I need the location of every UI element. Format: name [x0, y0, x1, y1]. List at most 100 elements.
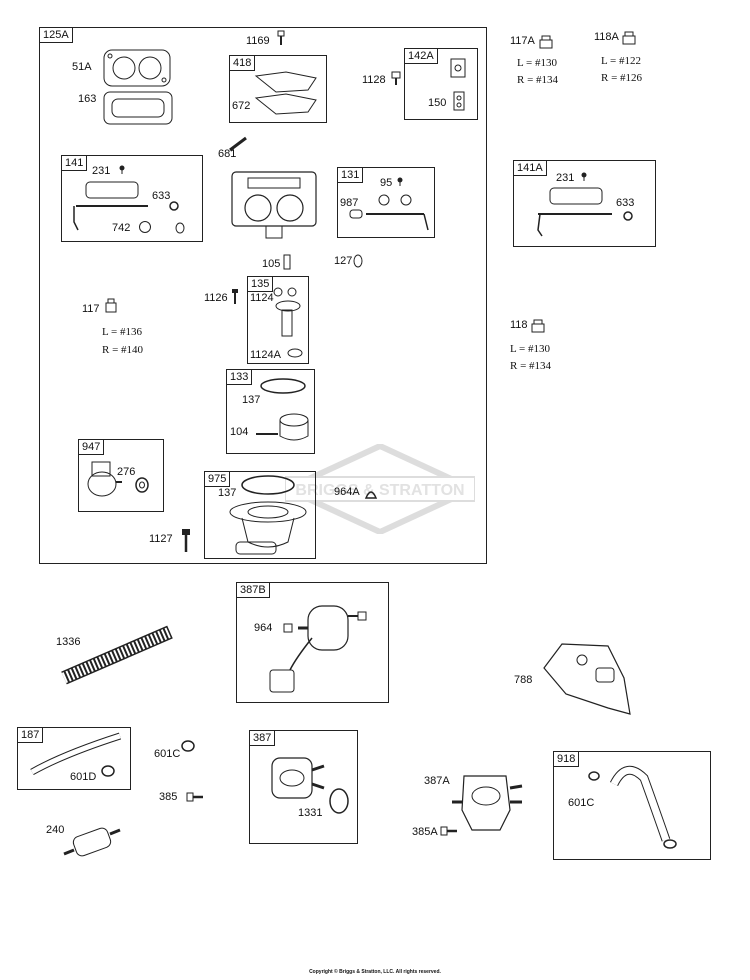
part-label-1127: 1127	[149, 533, 173, 545]
part-label-118: 118	[510, 319, 528, 331]
part-label-633: 633	[152, 190, 171, 202]
group-box-975: 975	[204, 471, 316, 559]
cap-964a-icon	[364, 491, 378, 499]
jet-117a-icon	[539, 35, 553, 49]
screw-385-icon	[186, 792, 203, 802]
float-135-icon	[273, 287, 301, 337]
oring-137-icon	[260, 378, 306, 394]
part-label-231b: 231	[556, 172, 575, 184]
clamp-601d-icon	[101, 765, 115, 777]
part-label-633b: 633	[616, 197, 635, 209]
part-label-117: 117	[82, 303, 100, 315]
part-label-163: 163	[78, 93, 97, 105]
fuel-pump-387-icon	[271, 757, 325, 799]
group-label-141a: 141A	[514, 161, 547, 176]
fuel-pump-387a-icon	[452, 775, 523, 831]
clamp-601c-icon	[181, 740, 195, 752]
group-box-141a: 141A	[513, 160, 656, 247]
group-box-125a: 125A	[39, 27, 487, 564]
part-label-385a: 385A	[412, 826, 438, 838]
screw-1126-icon	[232, 289, 238, 304]
group-label-125a: 125A	[40, 28, 73, 43]
screw-1127-icon	[182, 529, 190, 552]
part-label-385: 385	[159, 791, 178, 803]
jet-118a-icon	[622, 31, 636, 45]
part-label-1126: 1126	[204, 292, 228, 304]
oring-1124a-icon	[287, 348, 303, 358]
gasket-163-icon	[103, 91, 173, 125]
group-label-187: 187	[18, 728, 44, 743]
screw-231-icon	[119, 165, 125, 174]
bracket-788-icon	[543, 643, 631, 715]
group-label-418: 418	[230, 56, 256, 71]
fuel-line-918-icon	[588, 765, 677, 849]
group-box-187: 187	[17, 727, 131, 790]
group-label-387b: 387B	[237, 583, 270, 598]
brand-watermark: BRIGGS & STRATTON	[285, 444, 475, 534]
screw-95-icon	[397, 177, 403, 186]
group-box-418: 418	[229, 55, 327, 123]
part-label-1128: 1128	[362, 74, 386, 86]
part-label-987: 987	[340, 197, 359, 209]
note-117-right: R = #140	[102, 344, 144, 356]
needle-681-icon	[229, 136, 247, 152]
part-label-601d: 601D	[70, 771, 97, 783]
watermark-text: BRIGGS & STRATTON	[295, 482, 464, 499]
plug-127-icon	[353, 254, 363, 268]
part-label-672: 672	[232, 100, 251, 112]
jet-117-icon	[105, 298, 117, 313]
copyright-footer: Copyright © Briggs & Stratton, LLC. All …	[309, 969, 441, 975]
part-label-387a: 387A	[424, 775, 450, 787]
note-118a-left: L = #122	[601, 55, 642, 67]
gasket-1331-icon	[329, 788, 349, 814]
group-box-947: 947	[78, 439, 164, 512]
part-label-964: 964	[254, 622, 273, 634]
part-label-681: 681	[218, 148, 237, 160]
part-label-118a: 118A	[594, 31, 619, 43]
part-label-1124a: 1124A	[250, 349, 281, 361]
group-box-133: 133	[226, 369, 315, 454]
screw-1169-icon	[277, 30, 285, 45]
group-label-131: 131	[338, 168, 364, 183]
group-box-387b: 387B	[236, 582, 389, 703]
note-118a-right: R = #126	[601, 72, 643, 84]
group-box-141: 141	[61, 155, 203, 242]
note-117a-left: L = #130	[517, 57, 558, 69]
group-label-141: 141	[62, 156, 88, 171]
part-label-788: 788	[514, 674, 533, 686]
part-label-1169: 1169	[246, 35, 270, 47]
group-label-918: 918	[554, 752, 580, 767]
part-label-742: 742	[112, 222, 131, 234]
gaskets-672-icon	[254, 71, 317, 115]
group-box-131: 131	[337, 167, 435, 238]
part-label-104: 104	[230, 426, 249, 438]
fitting-1128-icon	[391, 71, 401, 85]
group-box-142a: 142A	[404, 48, 478, 120]
part-label-964a: 964A	[334, 486, 360, 498]
solenoid-icon	[450, 58, 466, 78]
fuel-line-187-icon	[30, 732, 122, 776]
linkage-141a-icon	[537, 187, 612, 237]
oring-975-icon	[241, 475, 295, 495]
linkage-131-icon	[349, 194, 429, 231]
group-box-387: 387	[249, 730, 358, 844]
part-label-137b: 137	[218, 487, 237, 499]
part-label-601c: 601C	[154, 748, 181, 760]
part-label-1336: 1336	[56, 636, 81, 648]
group-box-135: 135	[247, 276, 309, 364]
part-label-601c2: 601C	[568, 797, 595, 809]
note-118-left: L = #130	[510, 343, 551, 355]
part-label-137: 137	[242, 394, 261, 406]
part-label-117a: 117A	[510, 35, 535, 47]
part-label-1124: 1124	[250, 292, 274, 304]
group-label-142a: 142A	[405, 49, 438, 64]
part-label-105: 105	[262, 258, 281, 270]
note-117a-right: R = #134	[517, 74, 559, 86]
bushing-633-icon	[169, 201, 179, 211]
screw-385a-icon	[440, 826, 457, 836]
fuel-bowl-icon	[229, 501, 307, 555]
washer-276-icon	[135, 477, 149, 493]
note-117-left: L = #136	[102, 326, 143, 338]
part-label-127: 127	[334, 255, 353, 267]
washer-icon	[175, 222, 185, 234]
